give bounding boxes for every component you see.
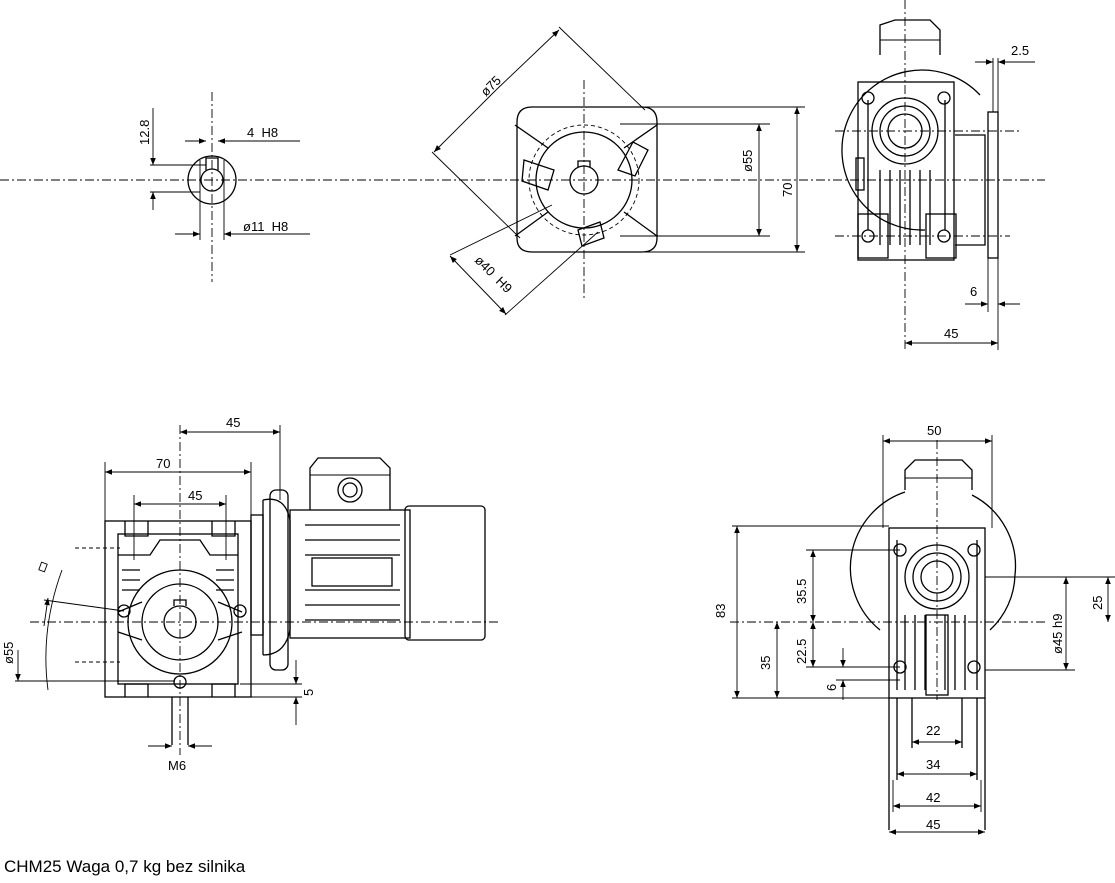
dim-right-center-to-face: 45 xyxy=(944,326,958,341)
dim-right-flange-thickness: 6 xyxy=(970,284,977,299)
dim-front-lower: 22.5 xyxy=(794,639,809,664)
dim-shaft-diameter: ø11 H8 xyxy=(243,219,288,234)
dim-front-foot: 6 xyxy=(824,684,839,691)
dim-side-hole-spacing: 45 xyxy=(188,488,202,503)
dim-flange-pcd: ø55 xyxy=(740,150,755,172)
dim-side-pcd: ø55 xyxy=(1,642,16,664)
dim-keyway-height: 12.8 xyxy=(137,120,152,145)
dim-front-upper: 35.5 xyxy=(794,579,809,604)
dim-front-shaft-diameter: ø45 h9 xyxy=(1050,614,1065,654)
dim-key-width: 4 H8 xyxy=(247,125,278,140)
dim-right-offset: 2.5 xyxy=(1011,43,1029,58)
dim-front-height: 83 xyxy=(713,604,728,618)
dim-front-w34: 34 xyxy=(926,757,940,772)
dim-side-foot-height: 5 xyxy=(301,689,316,696)
dim-flange-diameter: ø75 xyxy=(478,73,504,99)
dim-front-width: 50 xyxy=(927,423,941,438)
dim-flange-square: 70 xyxy=(780,183,795,197)
dim-side-motor-offset: 45 xyxy=(226,415,240,430)
dim-front-shaft-offset: 25 xyxy=(1090,596,1105,610)
drawing-caption: CHM25 Waga 0,7 kg bez silnika xyxy=(4,857,246,876)
right-end-view: 2.5 6 45 xyxy=(835,0,1035,350)
front-view: 50 83 35 35.5 22.5 6 ø45 h9 25 xyxy=(713,423,1115,835)
dim-front-center-height: 35 xyxy=(758,656,773,670)
dim-flange-spigot: ø40 H9 xyxy=(472,253,515,296)
dim-front-w45: 45 xyxy=(926,817,940,832)
dim-side-thread: M6 xyxy=(168,758,186,773)
dim-side-width: 70 xyxy=(156,456,170,471)
side-view-with-motor: 45 70 45 ø55 5 M6 xyxy=(1,415,500,773)
dim-front-w42: 42 xyxy=(926,790,940,805)
flange-view: ø55 70 ø75 ø40 H9 xyxy=(431,26,805,316)
dim-front-w22: 22 xyxy=(926,723,940,738)
